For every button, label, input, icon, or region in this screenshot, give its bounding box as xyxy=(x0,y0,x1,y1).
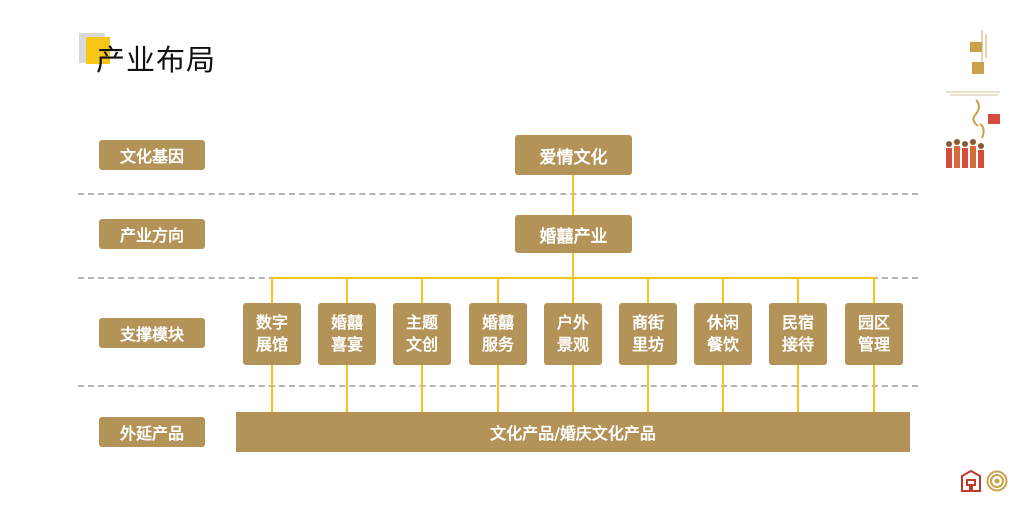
connector-bus-to-module xyxy=(346,278,348,303)
connector-direction-to-bus xyxy=(572,252,574,278)
module-box: 户外 景观 xyxy=(544,303,602,365)
connector-module-to-product xyxy=(722,365,724,412)
connector-bus-to-module xyxy=(873,278,875,303)
row-label-industry-direction: 产业方向 xyxy=(99,219,205,249)
row-label-extended-products: 外延产品 xyxy=(99,417,205,447)
connector-module-to-product xyxy=(346,365,348,412)
connector-bus-to-module xyxy=(271,278,273,303)
industry-direction-box: 婚囍产业 xyxy=(515,215,632,253)
connector-bus-to-module xyxy=(722,278,724,303)
connector-module-to-product xyxy=(647,365,649,412)
module-box: 商街 里坊 xyxy=(619,303,677,365)
connector-bus-to-module xyxy=(497,278,499,303)
module-box: 婚囍 服务 xyxy=(469,303,527,365)
module-box: 数字 展馆 xyxy=(243,303,301,365)
module-box: 主题 文创 xyxy=(393,303,451,365)
swirl-logo-icon xyxy=(986,470,1008,492)
connector-module-to-product xyxy=(797,365,799,412)
connector-module-to-product xyxy=(271,365,273,412)
divider xyxy=(78,193,918,195)
page-title: 产业布局 xyxy=(96,43,217,77)
connector-module-to-product xyxy=(497,365,499,412)
connector-module-to-product xyxy=(873,365,875,412)
connector-gene-to-direction xyxy=(572,174,574,215)
connector-horizontal-bus xyxy=(272,277,876,279)
connector-bus-to-module xyxy=(797,278,799,303)
connector-bus-to-module xyxy=(647,278,649,303)
connector-module-to-product xyxy=(572,365,574,412)
title-decoration-yellow xyxy=(86,37,110,64)
row-label-support-modules: 支撑模块 xyxy=(99,318,205,348)
culture-gene-box: 爱情文化 xyxy=(515,135,632,175)
decorative-illustration-icon xyxy=(946,30,1000,168)
product-bar: 文化产品/婚庆文化产品 xyxy=(236,412,910,452)
connector-bus-to-module xyxy=(572,278,574,303)
module-box: 民宿 接待 xyxy=(769,303,827,365)
row-label-culture-gene: 文化基因 xyxy=(99,140,205,170)
connector-module-to-product xyxy=(421,365,423,412)
building-logo-icon xyxy=(961,470,981,492)
connector-bus-to-module xyxy=(421,278,423,303)
module-box: 休闲 餐饮 xyxy=(694,303,752,365)
module-box: 园区 管理 xyxy=(845,303,903,365)
module-box: 婚囍 喜宴 xyxy=(318,303,376,365)
